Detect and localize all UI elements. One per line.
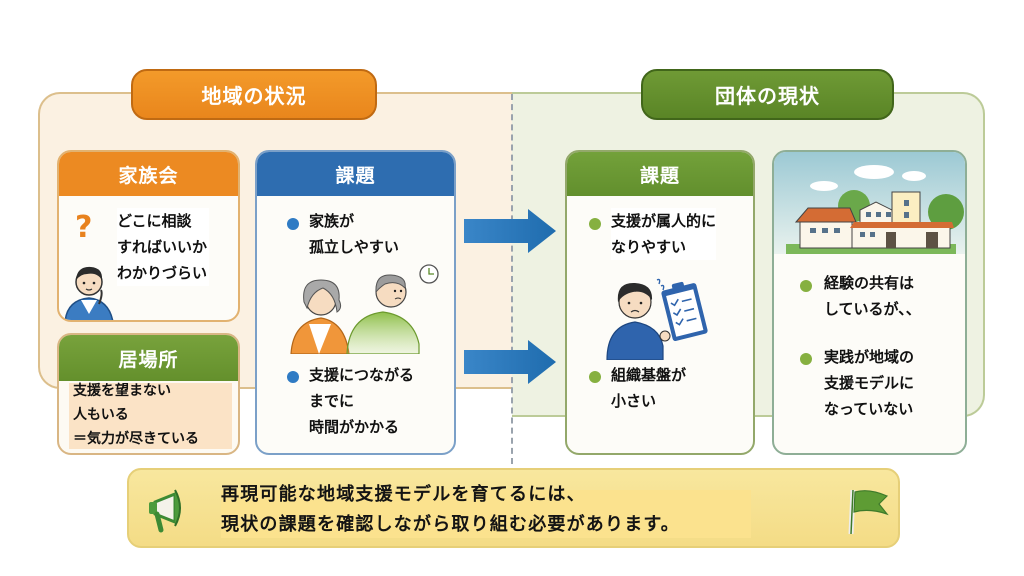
conclusion-banner: 再現可能な地域支援モデルを育てるには、 現状の課題を確認しながら取り組む必要があ… [127,468,900,548]
section-title-regional-situation: 地域の状況 [131,69,377,120]
issue-point: 家族が 孤立しやすい [309,212,399,256]
issue-point: 支援につながる までに 時間がかかる [309,366,415,436]
family-association-card: 家族会 ? どこに相談 すればいいか わかりづらい [57,150,240,322]
banner-highlight [221,490,751,538]
place-text-highlight [69,383,232,449]
issue-point: 組織基盤が 小さい [611,366,687,410]
person-with-checklist-icon [606,278,708,360]
section-divider [511,94,513,464]
bullet-icon [800,353,812,365]
bullet-icon [589,218,601,230]
arrow-right-icon [464,209,556,253]
regional-issues-card: 課題 家族が 孤立しやすい 支援につながる までに 時間がかかる [255,150,456,455]
arrow-right-icon [464,340,556,384]
question-mark-icon: ? [75,210,93,245]
bullet-icon [589,371,601,383]
bullet-icon [800,280,812,292]
isolated-elderly-couple-icon [290,264,439,354]
worried-person-icon [64,266,114,320]
bullet-icon [287,371,299,383]
organization-issues-card: 課題 支援が属人的に なりやすい 組織基盤が 小さい [565,150,755,455]
flag-icon [848,489,889,535]
bullet-icon [287,218,299,230]
card-title: 課題 [257,152,454,196]
community-buildings-icon [774,152,965,254]
megaphone-icon [149,489,181,533]
card-title: 課題 [567,152,753,196]
organization-card: 経験の共有は しているが、、 実践が地域の 支援モデルに なっていない [772,150,967,455]
org-point: 経験の共有は しているが、、 [824,274,921,318]
card-title: 居場所 [59,335,238,381]
card-title: 家族会 [59,152,238,196]
place-text: 支援を望まない 人もいる ＝気力が尽きている [73,383,199,447]
gathering-place-card: 居場所 支援を望まない 人もいる ＝気力が尽きている [57,333,240,455]
family-text: どこに相談 すればいいか わかりづらい [117,208,210,286]
issue-point: 支援が属人的に なりやすい [611,208,717,260]
section-title-organization-status: 団体の現状 [641,69,894,120]
org-point: 実践が地域の 支援モデルに なっていない [824,348,915,418]
conclusion-text: 再現可能な地域支援モデルを育てるには、 現状の課題を確認しながら取り組む必要があ… [221,484,680,535]
